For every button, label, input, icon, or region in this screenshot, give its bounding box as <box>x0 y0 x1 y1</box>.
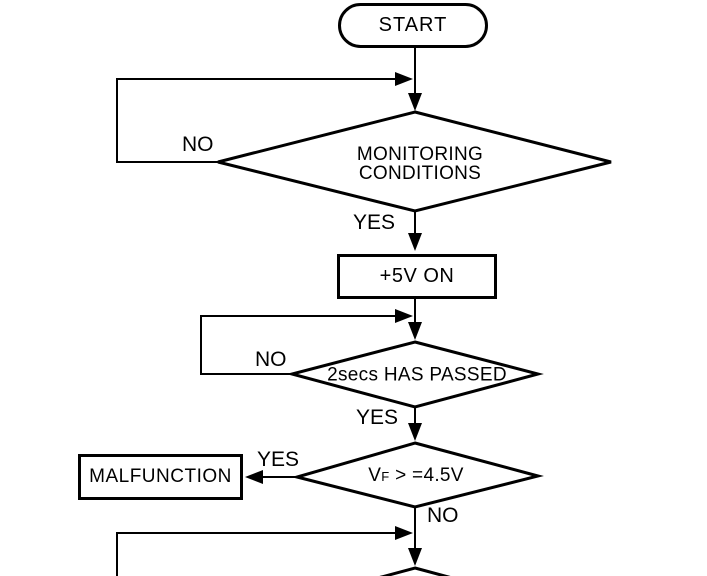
power-on-node: +5V ON <box>337 254 497 299</box>
power-on-label: +5V ON <box>379 265 455 287</box>
vf-condition: > =4.5V <box>389 465 464 486</box>
connector-bottom-loop <box>116 532 396 576</box>
vf-subscript: F <box>381 469 390 484</box>
arrowhead-into-malfunction <box>245 470 263 484</box>
monitoring-yes-label: YES <box>353 211 396 234</box>
vf-symbol: V <box>368 465 382 486</box>
malfunction-label: MALFUNCTION <box>89 466 232 487</box>
start-label: START <box>378 14 448 36</box>
arrowhead-no-loop-2 <box>395 309 413 323</box>
vf-decision-text: VF > =4.5V <box>368 466 463 486</box>
arrowhead-into-monitoring <box>408 93 422 111</box>
arrowhead-into-vf <box>408 423 422 441</box>
timer-decision-shape <box>286 340 544 409</box>
timer-decision-text: 2secs HAS PASSED <box>327 364 507 386</box>
timer-no-label: NO <box>255 348 287 371</box>
next-decision-shape-partial <box>379 566 451 576</box>
malfunction-node: MALFUNCTION <box>78 454 243 500</box>
start-node: START <box>338 3 488 48</box>
arrowhead-into-next-decision <box>408 548 422 566</box>
monitoring-decision-text: MONITORING CONDITIONS <box>357 145 483 183</box>
monitoring-decision-shape <box>217 110 612 213</box>
arrowhead-into-timer <box>408 322 422 340</box>
timer-yes-label: YES <box>356 406 399 429</box>
connector-monitoring-no-loop <box>116 78 396 163</box>
arrowhead-no-loop-1 <box>395 72 413 86</box>
vf-no-label: NO <box>427 504 459 527</box>
monitoring-no-label: NO <box>182 133 214 156</box>
arrowhead-bottom-loop <box>395 526 413 540</box>
vf-decision-shape <box>291 441 544 509</box>
monitoring-decision-line1: MONITORING <box>356 144 484 165</box>
connector-timer-no-loop <box>200 315 396 375</box>
arrowhead-into-power <box>408 233 422 251</box>
monitoring-decision-line2: CONDITIONS <box>358 163 482 184</box>
vf-yes-label: YES <box>257 448 300 471</box>
